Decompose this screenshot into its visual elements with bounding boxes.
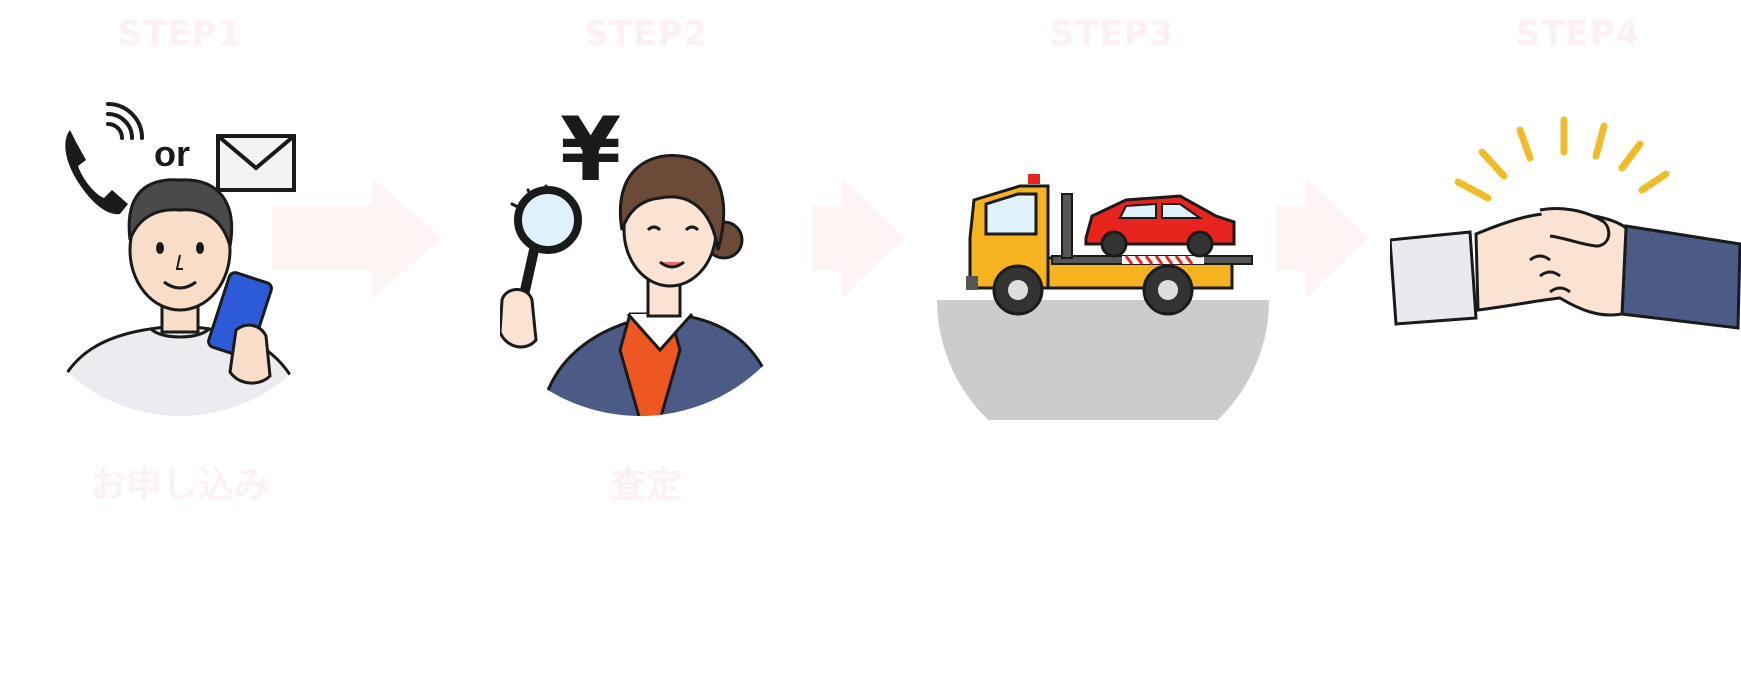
step1-title: お申し込み — [89, 465, 270, 506]
car-icon — [1084, 194, 1236, 258]
step4-illustration — [1390, 116, 1741, 330]
arrow-2 — [812, 178, 904, 298]
step3-illustration — [937, 174, 1269, 420]
magnifier-icon — [500, 186, 582, 349]
arrow-1 — [272, 178, 442, 298]
step1-label: STEP1 — [117, 14, 243, 54]
step4-label: STEP4 — [1515, 14, 1641, 54]
sparkle-lines — [1454, 116, 1670, 202]
step2-illustration: ¥ — [500, 100, 782, 416]
step2-label: STEP2 — [583, 14, 709, 54]
or-text: or — [154, 133, 190, 174]
phone-icon — [65, 102, 144, 215]
step2-title: 査定 — [609, 465, 682, 506]
step3-label: STEP3 — [1049, 14, 1175, 54]
ground — [937, 300, 1269, 420]
tow-truck-icon — [966, 174, 1253, 316]
step1-illustration: or — [48, 102, 312, 416]
handshake-icon — [1390, 207, 1741, 330]
arrow-3 — [1276, 178, 1368, 298]
smartphone-icon — [207, 271, 273, 385]
yen-icon: ¥ — [560, 100, 621, 201]
mail-icon — [216, 134, 296, 192]
